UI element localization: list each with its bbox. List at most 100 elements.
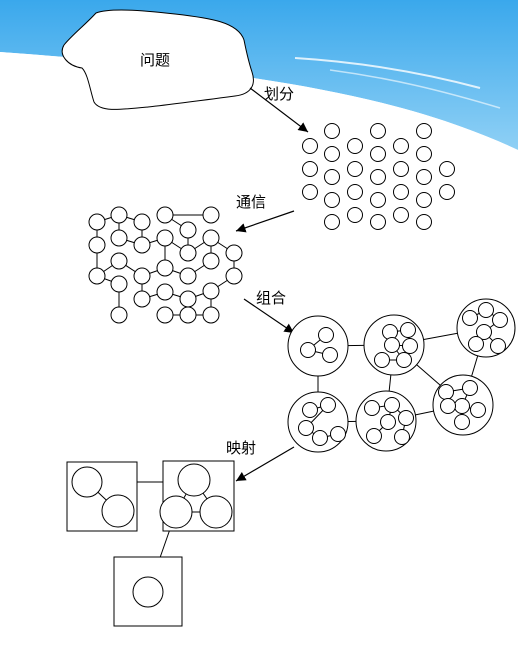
task-node	[394, 429, 410, 445]
problem-label: 问题	[140, 51, 170, 69]
task-node	[370, 123, 386, 139]
task-node	[478, 302, 494, 318]
task-node	[347, 184, 363, 200]
step-partition-label: 划分	[264, 85, 294, 103]
agglomerated-group	[287, 315, 349, 377]
task-node	[324, 192, 340, 208]
task-node	[374, 352, 390, 368]
task-node	[302, 138, 318, 154]
task-node	[133, 213, 151, 231]
task-node	[302, 184, 318, 200]
task-node	[133, 267, 151, 285]
task-node	[462, 310, 478, 326]
task-node	[156, 229, 174, 247]
task-node	[88, 213, 106, 231]
task-node	[110, 306, 128, 324]
partition-task-grid	[302, 123, 455, 230]
task-node	[384, 397, 400, 413]
task-node	[364, 400, 380, 416]
mapped-task	[101, 494, 135, 528]
agglomeration-groups	[287, 298, 516, 453]
task-node	[324, 214, 340, 230]
task-node	[110, 229, 128, 247]
task-node	[133, 236, 151, 254]
task-node	[110, 275, 128, 293]
task-node	[324, 146, 340, 162]
communication-graph	[88, 206, 243, 324]
task-node	[492, 312, 508, 328]
task-node	[179, 221, 197, 239]
task-node	[347, 161, 363, 177]
task-node	[202, 306, 220, 324]
task-node	[347, 138, 363, 154]
task-node	[468, 336, 484, 352]
task-node	[110, 252, 128, 270]
task-node	[156, 306, 174, 324]
task-node	[454, 414, 470, 430]
header-decoration	[0, 0, 518, 160]
task-node	[179, 267, 197, 285]
task-node	[156, 283, 174, 301]
mapping-processors	[66, 460, 235, 627]
task-node	[202, 282, 220, 300]
task-node	[330, 426, 346, 442]
task-node	[202, 229, 220, 247]
task-node	[476, 324, 492, 340]
mapped-task	[71, 466, 103, 498]
task-node	[110, 206, 128, 224]
task-node	[156, 206, 174, 224]
task-node	[318, 327, 334, 343]
step-agglomeration-label: 组合	[256, 289, 286, 307]
task-node	[393, 207, 409, 223]
task-node	[398, 410, 414, 426]
task-node	[396, 352, 412, 368]
task-node	[416, 192, 432, 208]
communication-arrow	[235, 210, 295, 233]
task-node	[156, 259, 174, 277]
mapping-arrow	[235, 446, 295, 482]
task-node	[202, 206, 220, 224]
mapped-task	[177, 463, 211, 497]
task-node	[490, 338, 506, 354]
task-node	[370, 169, 386, 185]
task-node	[439, 161, 455, 177]
task-node	[324, 123, 340, 139]
task-node	[322, 347, 338, 363]
task-node	[370, 214, 386, 230]
task-node	[88, 236, 106, 254]
task-node	[370, 192, 386, 208]
partition-arrow	[249, 87, 309, 133]
task-node	[393, 184, 409, 200]
task-node	[384, 337, 400, 353]
task-node	[179, 244, 197, 262]
agglomeration-arrow	[243, 298, 295, 334]
task-node	[462, 380, 478, 396]
task-node	[225, 267, 243, 285]
task-node	[393, 161, 409, 177]
task-node	[439, 184, 455, 200]
task-node	[370, 146, 386, 162]
task-node	[320, 397, 336, 413]
task-node	[393, 138, 409, 154]
task-node	[179, 290, 197, 308]
task-node	[470, 402, 486, 418]
step-communication-label: 通信	[236, 193, 266, 211]
task-node	[302, 161, 318, 177]
task-node	[382, 324, 398, 340]
task-node	[312, 430, 328, 446]
task-node	[298, 420, 314, 436]
task-node	[400, 322, 416, 338]
task-node	[133, 290, 151, 308]
step-mapping-label: 映射	[226, 439, 256, 457]
task-node	[302, 402, 318, 418]
task-node	[402, 338, 418, 354]
task-node	[454, 398, 470, 414]
mapped-task	[132, 576, 164, 608]
task-node	[225, 244, 243, 262]
task-node	[380, 414, 396, 430]
mapped-task	[199, 495, 233, 529]
task-node	[179, 306, 197, 324]
task-node	[300, 342, 316, 358]
task-node	[416, 169, 432, 185]
mapped-task	[159, 495, 193, 529]
